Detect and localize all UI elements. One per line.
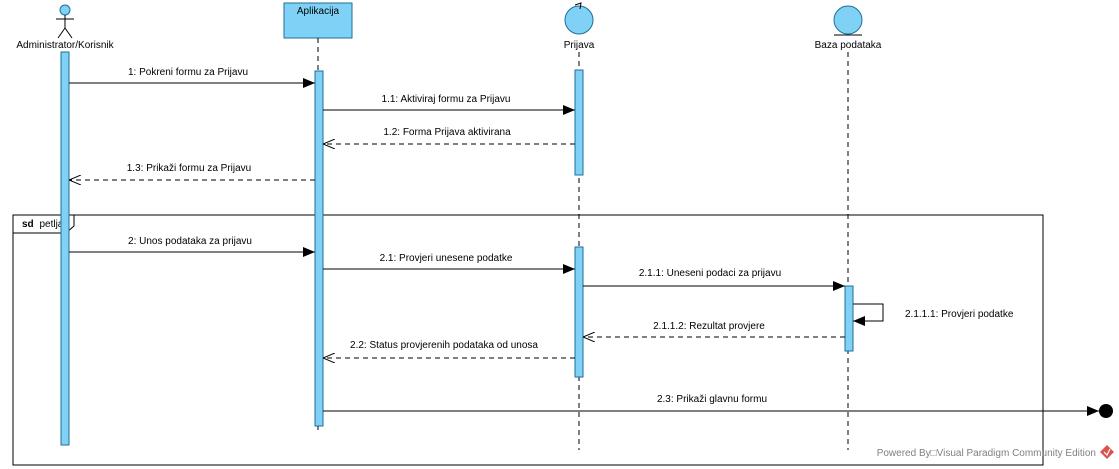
- message-m1-2[interactable]: 1.2: Forma Prijava aktivirana: [323, 127, 575, 144]
- activation-baza[interactable]: [844, 285, 854, 352]
- lost-message-endpoint: [1099, 404, 1113, 418]
- activation-prijava-1[interactable]: [574, 69, 584, 176]
- message-m2-3-lost[interactable]: 2.3: Prikaži glavnu formu: [323, 394, 1113, 418]
- combined-fragment-petlja[interactable]: sd petlja: [12, 214, 1044, 466]
- message-label: 2.2: Status provjerenih podataka od unos…: [350, 340, 538, 351]
- lifeline-head-app[interactable]: Aplikacija: [283, 2, 353, 39]
- visual-paradigm-logo-icon: [1100, 445, 1114, 459]
- message-label: 2: Unos podataka za prijavu: [128, 236, 252, 247]
- message-m1-3[interactable]: 1.3: Prikaži formu za Prijavu: [69, 163, 315, 180]
- message-m2-1-1[interactable]: 2.1.1: Uneseni podaci za prijavu: [583, 268, 845, 291]
- lifeline-head-admin[interactable]: Administrator/Korisnik: [16, 4, 115, 51]
- message-m2-1-1-2[interactable]: 2.1.1.2: Rezultat provjere: [583, 321, 845, 337]
- message-label: 1.3: Prikaži formu za Prijavu: [127, 163, 252, 174]
- message-m2[interactable]: 2: Unos podataka za prijavu: [69, 236, 315, 257]
- message-label: 1.1: Aktiviraj formu za Prijavu: [382, 94, 511, 105]
- entity-icon: [833, 5, 863, 36]
- watermark-text: Powered By□Visual Paradigm Community Edi…: [877, 448, 1096, 459]
- message-m2-2[interactable]: 2.2: Status provjerenih podataka od unos…: [323, 340, 575, 358]
- message-label: 2.3: Prikaži glavnu formu: [657, 394, 767, 405]
- lifeline-name-admin: Administrator/Korisnik: [16, 40, 114, 51]
- lifeline-name-app: Aplikacija: [297, 6, 340, 17]
- fragment-label: sd petlja: [22, 219, 64, 230]
- lifeline-head-baza[interactable]: Baza podataka: [815, 5, 882, 51]
- activation-prijava-2[interactable]: [574, 246, 584, 378]
- actor-icon: [56, 4, 74, 39]
- message-m1-1[interactable]: 1.1: Aktiviraj formu za Prijavu: [323, 94, 575, 115]
- message-label: 2.1.1: Uneseni podaci za prijavu: [639, 268, 781, 279]
- activation-app[interactable]: [314, 70, 324, 427]
- message-m2-1-1-1-self[interactable]: 2.1.1.1: Provjeri podatke: [853, 303, 1014, 326]
- watermark: Powered By□Visual Paradigm Community Edi…: [877, 445, 1114, 459]
- lifeline-name-prijava: Prijava: [564, 40, 595, 51]
- message-label: 1: Pokreni formu za Prijavu: [128, 67, 248, 78]
- activation-admin[interactable]: [60, 51, 70, 446]
- lifeline-head-prijava[interactable]: Prijava: [564, 2, 595, 51]
- message-label: 2.1.1.2: Rezultat provjere: [653, 321, 765, 332]
- message-m1[interactable]: 1: Pokreni formu za Prijavu: [69, 67, 315, 88]
- message-m2-1[interactable]: 2.1: Provjeri unesene podatke: [323, 253, 575, 274]
- message-label: 1.2: Forma Prijava aktivirana: [383, 127, 511, 138]
- message-label: 2.1: Provjeri unesene podatke: [380, 253, 513, 264]
- message-label: 2.1.1.1: Provjeri podatke: [905, 309, 1014, 320]
- control-icon: [564, 2, 594, 35]
- lifeline-name-baza: Baza podataka: [815, 40, 882, 51]
